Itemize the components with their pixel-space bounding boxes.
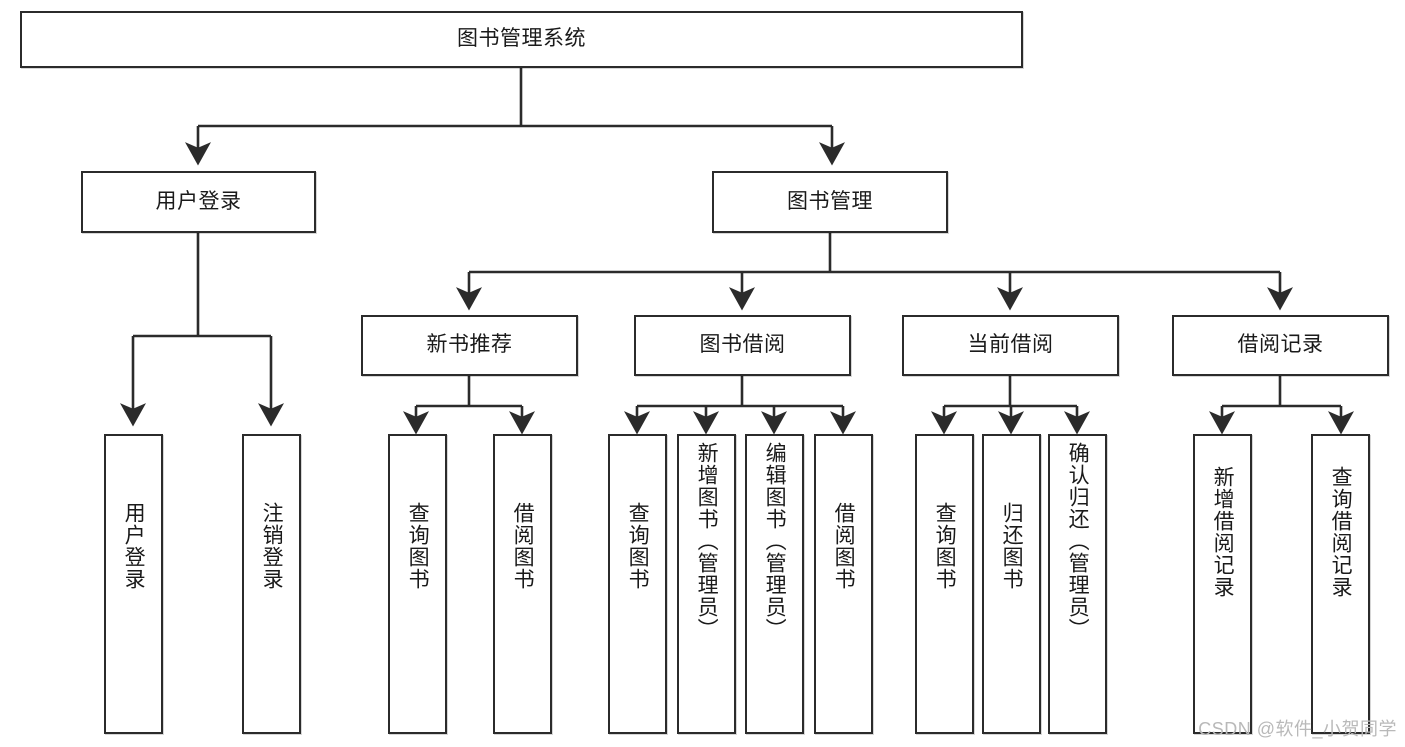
node-leaf-edit-book[interactable]: 编辑图书（管理员）: [745, 434, 804, 734]
csdn-watermark: CSDN @软件_小贺同学: [1198, 719, 1397, 739]
node-root-label: 图书管理系统: [457, 27, 586, 51]
node-leaf-query-book-2[interactable]: 查询图书: [608, 434, 667, 734]
node-leaf-user-login-label: 用户登录: [122, 502, 146, 590]
node-leaf-add-book-label: 新增图书（管理员）: [695, 442, 719, 640]
node-user-login[interactable]: 用户登录: [81, 171, 316, 233]
node-book-borrow[interactable]: 图书借阅: [634, 315, 851, 376]
node-leaf-logout-login[interactable]: 注销登录: [242, 434, 301, 734]
node-leaf-borrow-book-2[interactable]: 借阅图书: [814, 434, 873, 734]
node-borrow-record[interactable]: 借阅记录: [1172, 315, 1389, 376]
node-leaf-borrow-book-1-label: 借阅图书: [511, 502, 535, 590]
node-leaf-edit-book-label: 编辑图书（管理员）: [763, 442, 787, 640]
node-leaf-user-login[interactable]: 用户登录: [104, 434, 163, 734]
node-root[interactable]: 图书管理系统: [20, 11, 1023, 68]
node-leaf-borrow-book-2-label: 借阅图书: [832, 502, 856, 590]
node-leaf-confirm-return[interactable]: 确认归还（管理员）: [1048, 434, 1107, 734]
node-leaf-query-book-1[interactable]: 查询图书: [388, 434, 447, 734]
node-leaf-query-book-1-label: 查询图书: [406, 502, 430, 590]
node-user-login-label: 用户登录: [155, 189, 242, 213]
node-leaf-borrow-book-1[interactable]: 借阅图书: [493, 434, 552, 734]
node-leaf-add-book[interactable]: 新增图书（管理员）: [677, 434, 736, 734]
node-leaf-logout-login-label: 注销登录: [260, 502, 284, 590]
node-current-borrow[interactable]: 当前借阅: [902, 315, 1119, 376]
node-book-borrow-label: 图书借阅: [699, 333, 786, 357]
node-leaf-add-record[interactable]: 新增借阅记录: [1193, 434, 1252, 734]
node-leaf-confirm-return-label: 确认归还（管理员）: [1066, 442, 1090, 640]
node-leaf-add-record-label: 新增借阅记录: [1211, 466, 1235, 598]
node-borrow-record-label: 借阅记录: [1237, 333, 1324, 357]
node-leaf-query-record-label: 查询借阅记录: [1329, 466, 1353, 598]
node-leaf-query-book-3[interactable]: 查询图书: [915, 434, 974, 734]
node-leaf-query-book-3-label: 查询图书: [933, 502, 957, 590]
node-current-borrow-label: 当前借阅: [967, 333, 1054, 357]
node-new-book-rec-label: 新书推荐: [426, 333, 513, 357]
node-leaf-return-book[interactable]: 归还图书: [982, 434, 1041, 734]
node-leaf-query-book-2-label: 查询图书: [626, 502, 650, 590]
node-new-book-rec[interactable]: 新书推荐: [361, 315, 578, 376]
node-leaf-return-book-label: 归还图书: [1000, 502, 1024, 590]
node-leaf-query-record[interactable]: 查询借阅记录: [1311, 434, 1370, 734]
node-book-manage[interactable]: 图书管理: [712, 171, 948, 233]
node-book-manage-label: 图书管理: [787, 189, 873, 213]
